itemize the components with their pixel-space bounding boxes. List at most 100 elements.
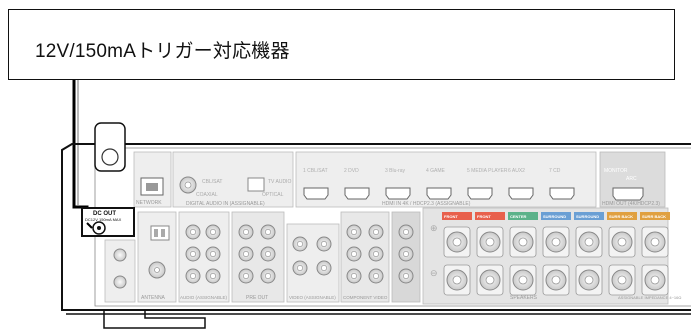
hdmi-arc-label: ARC bbox=[626, 176, 637, 182]
audio-rca-jack-pin bbox=[209, 250, 217, 258]
optical-jack[interactable] bbox=[247, 177, 265, 192]
speaker-channel-label: SURROUND bbox=[543, 214, 566, 219]
pre-out-jacks bbox=[238, 224, 276, 284]
pre-out-jack-pin bbox=[242, 272, 250, 280]
antenna-label: ANTENNA bbox=[141, 295, 166, 301]
hdmi-out-label: HDMI OUT (4K/HDCP2.3) bbox=[602, 201, 660, 207]
coaxial-type-label: COAXIAL bbox=[196, 192, 218, 198]
plus-symbol: ⊕ bbox=[430, 223, 438, 233]
speaker-channel-label: FRONT bbox=[444, 214, 458, 219]
antenna-post-screw bbox=[101, 148, 119, 166]
ir-jack-out[interactable] bbox=[113, 275, 127, 289]
hdmi-input-label: 3 Blu-ray bbox=[385, 168, 406, 174]
video-jack-pin bbox=[320, 264, 328, 272]
network-port-inner bbox=[146, 183, 158, 191]
hdmi-inputs: 1 CBL/SAT 2 DVD 3 Blu-ray 4 GAME 5 MEDIA PLA… bbox=[303, 168, 575, 200]
hdmi-input-port[interactable] bbox=[344, 187, 370, 200]
speaker-terminal-hole bbox=[485, 237, 495, 247]
hdmi-input-port[interactable] bbox=[467, 187, 493, 200]
speaker-channel-tag bbox=[508, 212, 538, 220]
monitor-out-jacks bbox=[398, 224, 414, 284]
hdmi-input-port[interactable] bbox=[549, 187, 575, 200]
video-jack-pin bbox=[296, 240, 304, 248]
component-jacks bbox=[346, 224, 384, 284]
hdmi-input-label: 5 MEDIA PLAYER bbox=[467, 168, 508, 174]
speaker-channel-tag bbox=[640, 212, 670, 220]
pre-out-jack-pin bbox=[264, 228, 272, 236]
component-jack-pin bbox=[372, 272, 380, 280]
speaker-terminal-hole bbox=[617, 237, 627, 247]
speaker-channel-tag bbox=[541, 212, 571, 220]
chassis-outline bbox=[61, 143, 691, 311]
speakers-label: SPEAKERS bbox=[510, 295, 538, 301]
speaker-channel-label: FRONT bbox=[477, 214, 491, 219]
pre-out-label: PRE OUT bbox=[246, 295, 268, 301]
hdmi-input-label: 1 CBL/SAT bbox=[303, 168, 328, 174]
hdmi-input-port[interactable] bbox=[426, 187, 452, 200]
component-jack-pin bbox=[350, 250, 358, 258]
hdmi-input-port[interactable] bbox=[385, 187, 411, 200]
component-jack-pin bbox=[350, 228, 358, 236]
video-assignable-label: VIDEO (ASSIGNABLE) bbox=[289, 295, 336, 300]
speaker-terminal-hole bbox=[485, 275, 495, 285]
video-jack-pin bbox=[320, 240, 328, 248]
pre-out-jack-pin bbox=[242, 250, 250, 258]
ir-jack-in[interactable] bbox=[113, 248, 127, 262]
monitor-out-jack-pin bbox=[402, 272, 410, 280]
trigger-device-label: 12V/150mAトリガー対応機器 bbox=[35, 41, 290, 62]
am-terminal-b bbox=[161, 229, 165, 237]
speaker-terminal-hole bbox=[551, 275, 561, 285]
speaker-terminal-hole bbox=[650, 275, 660, 285]
am-terminal[interactable] bbox=[150, 225, 170, 241]
hdmi-in-label: HDMI IN 4K / HDCP2.3 (ASSIGNABLE) bbox=[382, 201, 471, 207]
component-label: COMPONENT VIDEO bbox=[343, 295, 388, 300]
audio-rca-jack-pin bbox=[189, 228, 197, 236]
speaker-channel-tag bbox=[607, 212, 637, 220]
video-jack-pin bbox=[296, 264, 304, 272]
component-jack-pin bbox=[372, 228, 380, 236]
trigger-cable bbox=[72, 80, 89, 223]
hdmi-out-port[interactable] bbox=[612, 187, 644, 201]
audio-rca-jack-pin bbox=[209, 272, 217, 280]
dc-out-box bbox=[81, 207, 135, 237]
audio-rca-jack-pin bbox=[189, 250, 197, 258]
optical-label: TV AUDIO bbox=[268, 179, 291, 185]
coaxial-jack-pin bbox=[184, 181, 192, 189]
speaker-terminal-hole bbox=[650, 237, 660, 247]
hdmi-input-label: 2 DVD bbox=[344, 168, 359, 174]
pre-out-jack-pin bbox=[242, 228, 250, 236]
speaker-terminal-hole bbox=[551, 237, 561, 247]
dc-out-jack-pin bbox=[97, 226, 101, 230]
dc-out-title: DC OUT bbox=[93, 211, 116, 217]
coaxial-label: CBL/SAT bbox=[202, 179, 222, 185]
speaker-terminal-hole bbox=[617, 275, 627, 285]
speaker-channel-tag bbox=[475, 212, 505, 220]
hdmi-input-port[interactable] bbox=[303, 187, 329, 200]
optical-type-label: OPTICAL bbox=[262, 192, 284, 198]
speaker-channel-tag bbox=[442, 212, 472, 220]
speaker-channel-label: SURROUND bbox=[576, 214, 599, 219]
speaker-terminal-hole bbox=[452, 237, 462, 247]
digital-audio-label: DIGITAL AUDIO IN (ASSIGNABLE) bbox=[186, 201, 265, 207]
speaker-terminal-hole bbox=[584, 275, 594, 285]
speaker-terminal-hole bbox=[518, 275, 528, 285]
trigger-device-box: 12V/150mAトリガー対応機器 bbox=[8, 9, 675, 80]
speaker-terminal-hole bbox=[452, 275, 462, 285]
hdmi-input-port[interactable] bbox=[508, 187, 534, 200]
component-jack-pin bbox=[350, 272, 358, 280]
pre-out-jack-pin bbox=[264, 250, 272, 258]
hdmi-input-label: 4 GAME bbox=[426, 168, 446, 174]
monitor-out-jack-pin bbox=[402, 228, 410, 236]
speaker-channel-tag bbox=[574, 212, 604, 220]
am-terminal-a bbox=[154, 229, 158, 237]
minus-symbol: ⊖ bbox=[430, 268, 438, 278]
video-jacks bbox=[292, 236, 332, 276]
audio-rca-jack-pin bbox=[189, 272, 197, 280]
hdmi-monitor-label: MONITOR bbox=[604, 168, 628, 174]
fm-jack-pin bbox=[154, 267, 160, 273]
speaker-channel-label: CENTER bbox=[510, 214, 527, 219]
dc-out-plug bbox=[86, 222, 93, 229]
network-label: NETWORK bbox=[136, 200, 162, 206]
speaker-terminal-hole bbox=[518, 237, 528, 247]
